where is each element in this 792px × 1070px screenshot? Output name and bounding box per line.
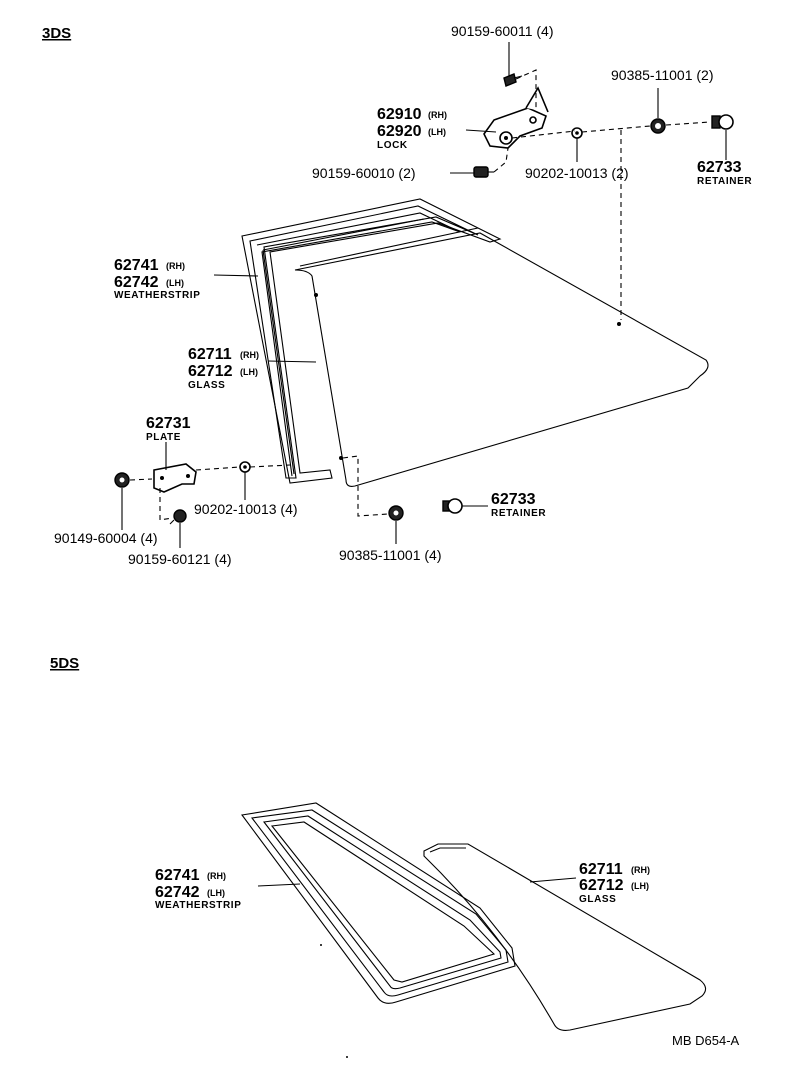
label-gl3-desc: GLASS (188, 380, 225, 391)
label-nut-90149-60004: 90149-60004 (4) (54, 530, 158, 546)
nut-bottom-icon (388, 505, 404, 521)
label-ws5-desc: WEATHERSTRIP (155, 900, 241, 911)
section-title-5ds: 5DS (50, 655, 79, 672)
label-gl5-desc: GLASS (579, 894, 616, 905)
label-washer-90202-10013-top: 90202-10013 (2) (525, 165, 629, 181)
label-lock-rh-number: 62910 (377, 106, 422, 123)
label-ws5-rh-suffix: (RH) (207, 871, 226, 881)
plate-washer-dash (195, 464, 291, 471)
label-lock-lh-number: 62920 (377, 123, 422, 140)
label-gl3-rh-number: 62711 (188, 346, 232, 363)
label-gl5-rh-number: 62711 (579, 861, 623, 878)
label-nut-90385-11001-top: 90385-11001 (2) (611, 67, 713, 83)
label-bolt-90159-60011: 90159-60011 (4) (451, 23, 553, 39)
glass-hole-1 (314, 293, 318, 297)
label-ws5-lh-number: 62742 (155, 884, 200, 901)
bolt-plate-icon (169, 509, 187, 525)
weatherstrip-3ds-drawing (241, 198, 502, 484)
label-retainer-top-desc: RETAINER (697, 176, 752, 187)
leader-lines-3ds (121, 42, 727, 548)
label-gl5-lh-number: 62712 (579, 877, 624, 894)
label-ws3-rh-suffix: (RH) (166, 261, 185, 271)
label-lock-lh-suffix: (LH) (428, 127, 446, 137)
label-ws3-rh-number: 62741 (114, 257, 159, 274)
glass-3ds-drawing (294, 227, 709, 487)
speck-2 (346, 1056, 348, 1058)
label-gl5-lh-suffix: (LH) (631, 881, 649, 891)
glass-hole-2 (617, 322, 621, 326)
glass-nut-dash (342, 455, 389, 517)
speck-1 (320, 944, 322, 946)
label-bolt-90159-60010: 90159-60010 (2) (312, 165, 416, 181)
label-bolt-90159-60121: 90159-60121 (4) (128, 551, 232, 567)
label-ws3-lh-number: 62742 (114, 274, 159, 291)
label-ws3-desc: WEATHERSTRIP (114, 290, 200, 301)
label-retainer-bottom-desc: RETAINER (491, 508, 546, 519)
glass-5ds-drawing (423, 843, 707, 1031)
label-gl3-rh-suffix: (RH) (240, 350, 259, 360)
label-washer-90202-10013-bottom: 90202-10013 (4) (194, 501, 298, 517)
drawing-reference: MB D654-A (672, 1033, 740, 1048)
label-gl3-lh-suffix: (LH) (240, 367, 258, 377)
plate-3ds-drawing (153, 463, 197, 493)
bolt-top-leader (515, 69, 537, 112)
nut-plate-icon (114, 472, 130, 488)
nut-top-icon (650, 118, 666, 134)
label-ws3-lh-suffix: (LH) (166, 278, 184, 288)
label-ws5-lh-suffix: (LH) (207, 888, 225, 898)
section-title-3ds: 3DS (42, 25, 71, 42)
retainer-bottom-icon (442, 498, 463, 514)
label-retainer-bottom-number: 62733 (491, 491, 536, 508)
lock-3ds-drawing (483, 86, 549, 149)
bolt-side-leader (493, 147, 509, 173)
label-plate-desc: PLATE (146, 432, 181, 443)
label-lock-rh-suffix: (RH) (428, 110, 447, 120)
bolt-side-icon (473, 166, 494, 178)
plate-nut-dash (129, 478, 153, 481)
label-nut-90385-11001-bottom: 90385-11001 (4) (339, 547, 441, 563)
bolt-top-icon (503, 73, 523, 87)
leader-lines-5ds (257, 877, 577, 887)
label-lock-desc: LOCK (377, 140, 408, 151)
plate-bolt-dash (159, 488, 173, 521)
label-gl5-rh-suffix: (RH) (631, 865, 650, 875)
label-gl3-lh-number: 62712 (188, 363, 233, 380)
label-retainer-top-number: 62733 (697, 159, 742, 176)
label-plate-number: 62731 (146, 415, 191, 432)
lock-axis-dash (511, 121, 711, 139)
retainer-top-icon (711, 114, 734, 130)
glass-hole-3 (339, 456, 343, 460)
weatherstrip-5ds-drawing (241, 802, 516, 1004)
label-ws5-rh-number: 62741 (155, 867, 200, 884)
